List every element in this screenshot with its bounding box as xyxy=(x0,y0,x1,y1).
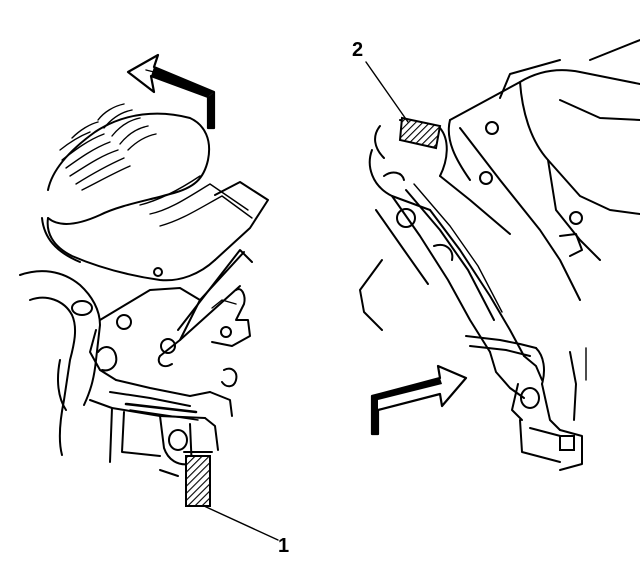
component-2 xyxy=(398,116,442,150)
column-assembly xyxy=(359,119,587,471)
callout-1: 1 xyxy=(203,505,289,557)
right-view: 2 xyxy=(352,39,640,471)
direction-arrow-right-view xyxy=(370,364,468,436)
upper-housing xyxy=(41,103,269,282)
left-view: 1 xyxy=(19,53,289,557)
callout-1-label: 1 xyxy=(278,535,289,557)
direction-arrow-left-view xyxy=(126,53,216,130)
main-housing xyxy=(447,39,640,301)
component-1 xyxy=(183,451,213,507)
callout-2-label: 2 xyxy=(352,39,363,61)
callout-2: 2 xyxy=(352,39,409,123)
mounting-bracket xyxy=(19,249,253,477)
